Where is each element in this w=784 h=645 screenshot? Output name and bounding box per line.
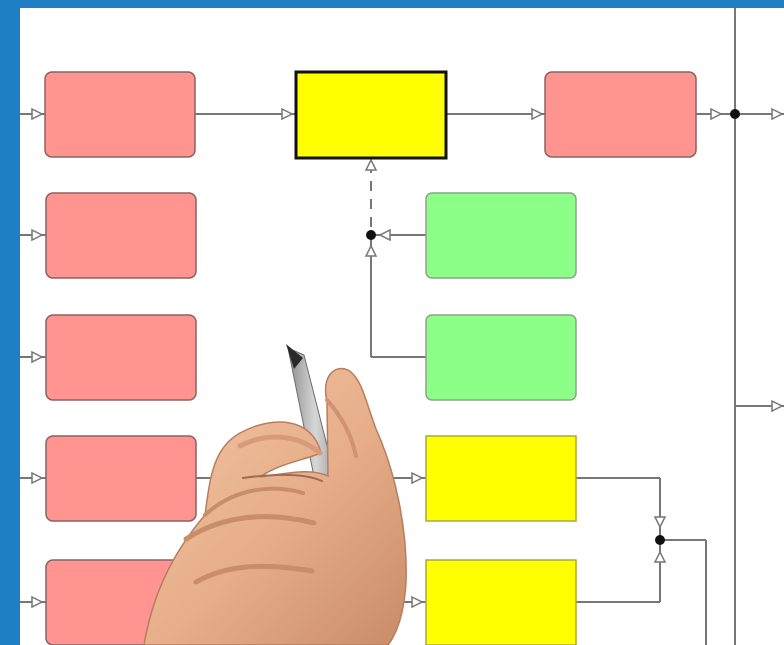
red-process-box xyxy=(45,435,197,522)
finger-crease xyxy=(237,434,323,456)
arrow-right-icon xyxy=(31,228,44,242)
red-process-box xyxy=(44,71,196,158)
arrow-right-icon xyxy=(411,471,424,485)
arrow-up-icon xyxy=(364,244,378,257)
finger-crease xyxy=(203,486,305,517)
flowchart-canvas xyxy=(20,8,784,645)
arrow-up-icon xyxy=(653,550,667,563)
selected-yellow-box xyxy=(294,70,448,160)
finger-outline xyxy=(242,473,323,482)
arrow-right-icon xyxy=(31,595,44,609)
finger-crease xyxy=(193,563,315,585)
arrow-right-icon xyxy=(411,595,424,609)
arrowheads xyxy=(31,107,784,609)
yellow-process-boxes xyxy=(425,435,577,645)
junction-dot xyxy=(366,230,376,240)
arrow-right-icon xyxy=(31,107,44,121)
red-process-box xyxy=(544,71,697,158)
green-process-box xyxy=(425,192,577,279)
arrow-right-icon xyxy=(531,107,544,121)
red-process-boxes xyxy=(44,71,697,645)
arrow-right-icon xyxy=(771,107,784,121)
red-process-box xyxy=(45,314,197,401)
arrow-right-icon xyxy=(771,399,784,413)
arrow-right-icon xyxy=(281,107,294,121)
marker-tip-icon xyxy=(286,344,303,369)
green-process-boxes xyxy=(425,192,577,401)
finger-crease xyxy=(183,514,317,542)
junction-dots xyxy=(366,109,740,545)
yellow-process-box xyxy=(425,435,577,522)
arrow-right-icon xyxy=(710,107,723,121)
hand-with-marker xyxy=(143,344,407,645)
green-process-box xyxy=(425,314,577,401)
thumb-crease xyxy=(325,398,358,458)
arrow-up-icon xyxy=(364,158,378,171)
yellow-process-box xyxy=(425,559,577,645)
arrow-down-icon xyxy=(653,516,667,529)
junction-dot xyxy=(655,535,665,545)
arrow-right-icon xyxy=(31,471,44,485)
flowchart-drawing xyxy=(20,8,784,645)
arrow-left-icon xyxy=(378,228,391,242)
arrow-right-icon xyxy=(31,350,44,364)
junction-dot xyxy=(730,109,740,119)
red-process-box xyxy=(45,192,197,279)
